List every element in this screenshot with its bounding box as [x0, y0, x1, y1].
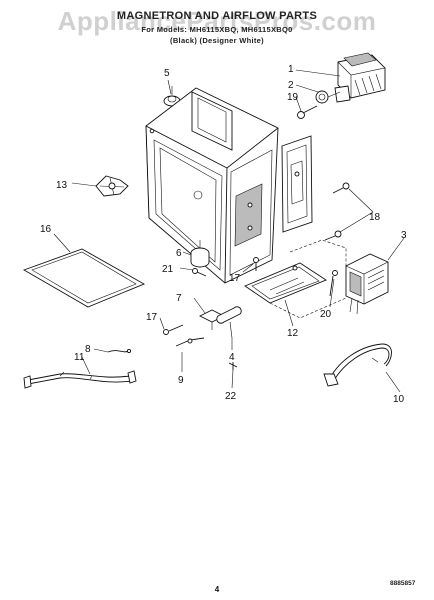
part-side-duct-panel — [281, 135, 313, 233]
part-screw-19 — [297, 105, 318, 119]
page-number: 4 — [214, 585, 220, 594]
callout-12: 12 — [287, 328, 299, 339]
part-screws-18 — [324, 182, 350, 241]
callout-11: 11 — [74, 352, 85, 363]
callout-10: 10 — [393, 394, 405, 405]
part-wire-8 — [107, 348, 132, 354]
part-cavity-chassis — [145, 87, 279, 284]
callout-17-upper: 17 — [229, 273, 241, 284]
part-glass-tray — [22, 248, 146, 308]
callout-21: 21 — [162, 264, 174, 275]
part-magnetron — [334, 52, 386, 103]
callout-8: 8 — [85, 344, 91, 355]
callout-20: 20 — [320, 309, 332, 320]
part-diode — [175, 337, 205, 347]
callout-1: 1 — [288, 64, 294, 75]
part-screw-21 — [192, 268, 207, 277]
page-title: MAGNETRON AND AIRFLOW PARTS — [116, 10, 318, 22]
part-wire-harness — [23, 370, 137, 389]
part-screw-20 — [329, 270, 338, 297]
callout-18: 18 — [369, 212, 381, 223]
part-22 — [228, 362, 238, 370]
leader-lines — [53, 69, 405, 393]
part-screw-17-lower — [163, 324, 184, 335]
callout-5: 5 — [164, 68, 170, 79]
assembly-dashed-guide-lower — [269, 297, 347, 319]
callout-4: 4 — [229, 352, 235, 363]
assembly-dashed-guide — [289, 239, 347, 266]
part-transformer — [345, 253, 389, 315]
part-thermal-cutout — [315, 90, 341, 104]
callout-22: 22 — [225, 391, 237, 402]
color-subtitle: (Black) (Designer White) — [170, 36, 264, 45]
part-base-plate — [244, 262, 327, 304]
part-stirrer-blade — [95, 175, 129, 197]
callout-3: 3 — [401, 230, 407, 241]
part-power-cord — [323, 343, 392, 387]
callout-13: 13 — [56, 180, 68, 191]
model-subtitle: For Models: MH6115XBQ, MH6115XBQ0 — [141, 25, 293, 34]
callout-19: 19 — [287, 92, 299, 103]
callout-17-lower: 17 — [146, 312, 158, 323]
callout-6: 6 — [176, 248, 182, 259]
part-screw-17-upper — [253, 257, 259, 271]
callout-7: 7 — [176, 293, 182, 304]
watermark: AppliancePartsPros.com — [57, 6, 377, 36]
callout-9: 9 — [178, 375, 184, 386]
callout-2: 2 — [288, 80, 294, 91]
part-capacitor — [216, 306, 242, 339]
callout-16: 16 — [40, 224, 52, 235]
part-stirrer-motor — [190, 240, 210, 268]
document-code: 8885857 — [390, 580, 416, 587]
